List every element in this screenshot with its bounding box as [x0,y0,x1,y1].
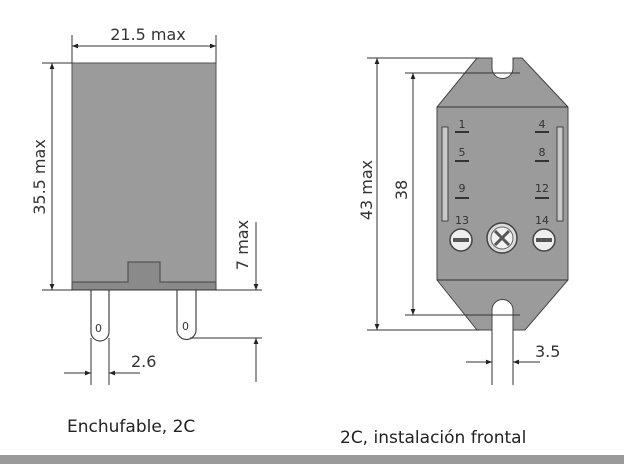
pin-mark-left: 0 [95,322,102,335]
socket-body [436,57,569,331]
height-label: 35.5 max [30,139,49,215]
terminal-8: 8 [539,146,546,159]
pin-length-label: 7 max [233,220,252,270]
left-screw-icon [449,228,473,252]
width-label: 21.5 max [110,25,186,44]
right-screw-icon [532,228,556,252]
left-pin [90,290,110,342]
bottom-border [0,455,624,464]
front-mount-drawing: 1 4 5 8 9 12 13 14 43 max [340,57,569,448]
right-caption: 2C, instalación frontal [340,428,526,448]
terminal-12: 12 [535,182,549,195]
terminal-5: 5 [459,146,466,159]
pin-mark-right: 0 [182,320,189,333]
hole-spacing-label: 38 [392,180,411,200]
right-rail [556,126,564,222]
terminal-1: 1 [459,118,466,131]
slot-width-label: 3.5 [535,342,560,361]
terminal-14: 14 [535,214,549,227]
terminal-9: 9 [459,182,466,195]
pin-width-label: 2.6 [131,352,156,371]
total-height-label: 43 max [357,160,376,220]
right-pin [176,290,197,341]
center-screw-icon [486,222,518,254]
left-caption: Enchufable, 2C [67,417,195,437]
relay-body [71,62,217,291]
plugin-relay-drawing: 0 0 21.5 max 35.5 max 7 max 2.6 Enchufab… [30,25,262,437]
left-rail [441,126,449,222]
terminal-13: 13 [455,214,469,227]
terminal-4: 4 [539,118,546,131]
